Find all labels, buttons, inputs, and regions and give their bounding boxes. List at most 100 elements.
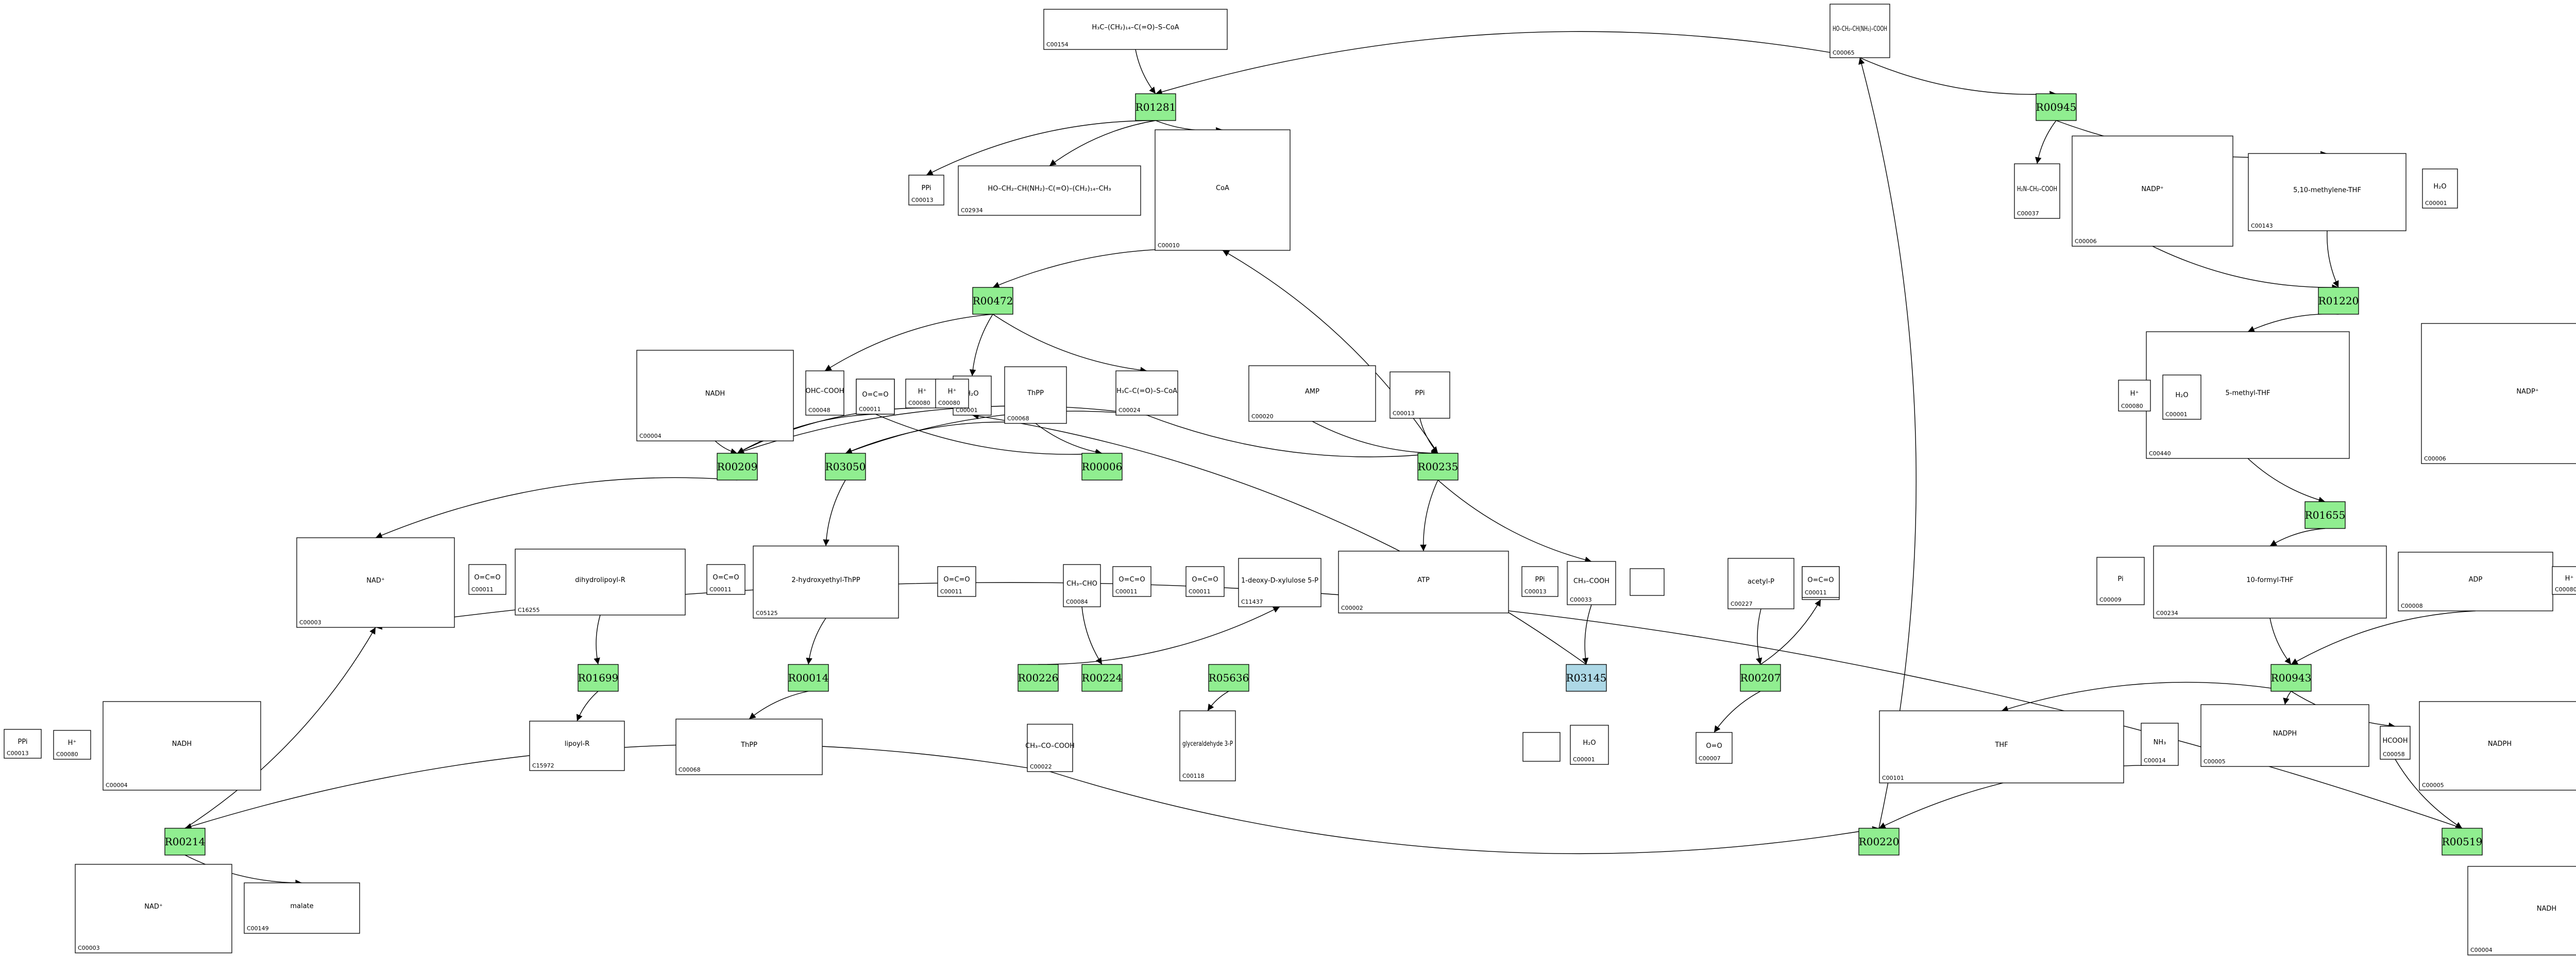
compound-box (2200, 704, 2369, 767)
compound-c00003[interactable]: NAD⁺C00003 (296, 537, 455, 628)
compound-c00003-copy-22[interactable]: NAD⁺C00003 (75, 864, 232, 953)
compound-structure: O=C=O (474, 574, 500, 582)
reaction-r01699[interactable]: R01699 (578, 664, 619, 692)
compound-c00006-copy-20[interactable]: NADP⁺C00006 (2421, 323, 2576, 464)
reaction-box (1417, 453, 1459, 481)
reaction-r00943[interactable]: R00943 (2270, 664, 2312, 692)
reaction-r00472[interactable]: R00472 (972, 287, 1013, 315)
reaction-r00224[interactable]: R00224 (1081, 664, 1123, 692)
reaction-r00014[interactable]: R00014 (788, 664, 829, 692)
reaction-r00214[interactable]: R00214 (164, 828, 206, 856)
reaction-r00945[interactable]: R00945 (2036, 93, 2077, 121)
compound-structure: HO–CH₂–CH(NH₂)–COOH (1833, 25, 1887, 33)
compound-box (1248, 365, 1376, 422)
compound-box (1570, 725, 1609, 765)
reaction-box (717, 453, 758, 481)
reaction-r00235[interactable]: R00235 (1417, 453, 1459, 481)
reaction-r01220[interactable]: R01220 (2318, 287, 2359, 315)
blank-compound-1[interactable] (1522, 732, 1561, 762)
compound-id-label: C00013 (1393, 410, 1415, 417)
reaction-id-label: R05636 (1209, 672, 1249, 684)
reaction-r00006[interactable]: R00006 (1081, 453, 1123, 481)
compound-c00080-copy-6[interactable]: H⁺C00080 (2552, 566, 2576, 595)
edge-R00207-C00007 (1714, 691, 1761, 733)
edge-R00472-C00001 (969, 314, 993, 377)
reaction-r01655[interactable]: R01655 (2304, 501, 2346, 529)
compound-box (1389, 371, 1450, 419)
reaction-r00220[interactable]: R00220 (1858, 828, 1900, 856)
reaction-r00209[interactable]: R00209 (717, 453, 758, 481)
edge-C00022-R00220 (1049, 771, 1879, 855)
compound-structure: O=C=O (1807, 576, 1834, 584)
reaction-r01281[interactable]: R01281 (1135, 93, 1176, 121)
reaction-r00226[interactable]: R00226 (1018, 664, 1059, 692)
reaction-box (1018, 664, 1059, 692)
compound-c00080-copy-8[interactable]: H⁺C00080 (53, 730, 91, 760)
blank-compound-0[interactable] (1630, 568, 1665, 596)
compound-c00080-copy-0[interactable]: H⁺C00080 (935, 379, 969, 408)
edge-R00226-C11437 (1038, 606, 1280, 665)
reaction-r03145[interactable]: R03145 (1566, 664, 1607, 692)
compound-c00080-copy-4[interactable]: H⁺C00080 (2118, 380, 2151, 412)
reaction-id-label: R00014 (788, 672, 829, 684)
compound-c00080[interactable]: H⁺C00080 (905, 379, 939, 408)
reaction-r00207[interactable]: R00207 (1740, 664, 1781, 692)
reaction-r00519[interactable]: R00519 (2442, 828, 2483, 856)
compound-c00006[interactable]: NADP⁺C00006 (2072, 135, 2233, 247)
compound-box (1567, 561, 1616, 605)
compound-id-label: C00143 (2251, 223, 2273, 229)
reaction-r03050[interactable]: R03050 (825, 453, 866, 481)
compound-id-label: C00001 (956, 407, 978, 414)
reaction-r05636[interactable]: R05636 (1208, 664, 1249, 692)
compound-box (706, 564, 745, 595)
